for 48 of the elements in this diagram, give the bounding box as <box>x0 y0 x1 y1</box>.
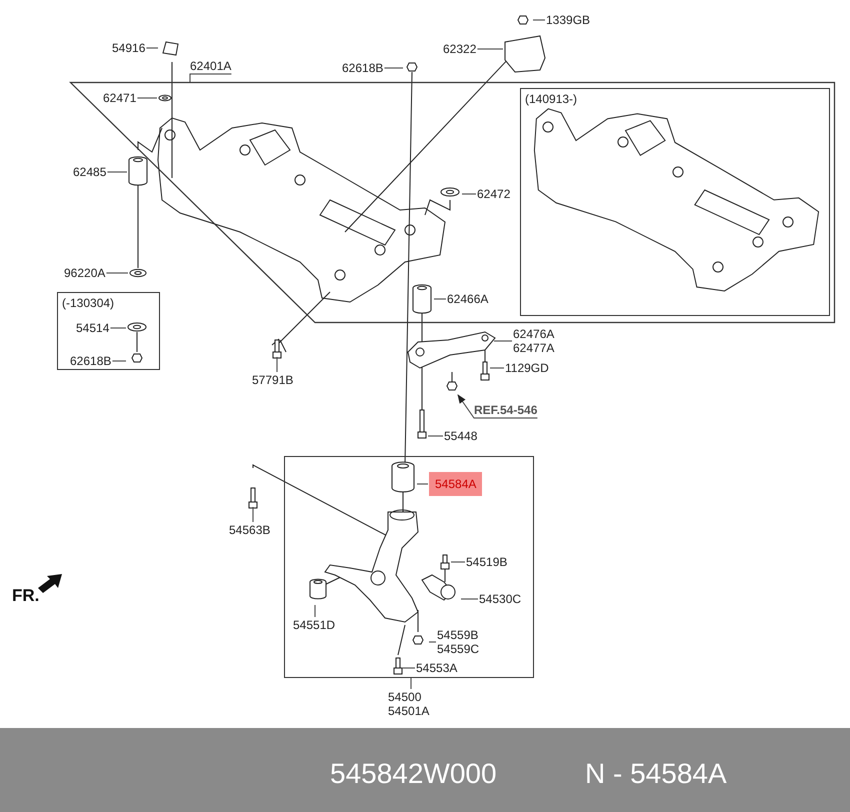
leader-line <box>112 360 126 362</box>
fr-label: FR. <box>12 586 40 606</box>
callout-number: 55448 <box>444 429 478 443</box>
callout-number: 54519B <box>466 555 508 569</box>
callout-number: 62618B <box>342 61 384 75</box>
reference-note: REF.54-546 <box>474 403 538 417</box>
leader-line <box>276 356 278 372</box>
callout-number: 62471 <box>103 91 136 105</box>
leader-line <box>460 598 478 600</box>
callout-number: 62618B <box>70 354 112 368</box>
callout-number: 1339GB <box>546 13 590 27</box>
leader-line <box>457 394 538 418</box>
leader-line <box>252 506 254 522</box>
callout-number: 54584A <box>429 472 482 496</box>
callout-number: 54501A <box>388 704 430 718</box>
leader-line <box>190 74 232 82</box>
leader-line <box>494 340 512 342</box>
callout-number: 1129GD <box>505 361 549 375</box>
group-frame <box>284 456 534 678</box>
callout-number: 54551D <box>293 618 336 632</box>
callout-number: 54553A <box>416 661 458 675</box>
leader-line <box>106 272 128 274</box>
callout-number: 62322 <box>443 42 476 56</box>
date-range-label: (-130304) <box>62 296 114 310</box>
part-number: N - 54584A <box>585 758 727 790</box>
callout-number: 54559C <box>437 642 480 656</box>
callout-number: 54916 <box>112 41 146 55</box>
callout-number: 62476A <box>513 327 554 341</box>
inset-frame <box>57 292 160 370</box>
callout-number: 62401A <box>190 59 232 73</box>
callout-number: 62472 <box>477 187 510 201</box>
leader-line <box>314 604 316 618</box>
callout-number: 62477A <box>513 341 554 355</box>
callout-number: 54500 <box>388 690 422 704</box>
callout-number: 62485 <box>73 165 106 179</box>
callout-number: 96220A <box>64 266 106 280</box>
callout-number: 54530C <box>479 592 522 606</box>
callout-number: 57791B <box>252 373 294 387</box>
callout-number: 54514 <box>76 321 110 335</box>
callout-number: 54559B <box>437 628 480 642</box>
date-range-label: (140913-) <box>525 92 578 106</box>
leader-line <box>410 678 412 690</box>
leader-line <box>434 298 446 300</box>
part-number: 545842W000 <box>330 758 497 790</box>
leader-line <box>476 48 504 50</box>
callout-number: 62466A <box>447 292 488 306</box>
inset-frame <box>520 88 830 316</box>
callout-number: 54563B <box>229 523 270 537</box>
